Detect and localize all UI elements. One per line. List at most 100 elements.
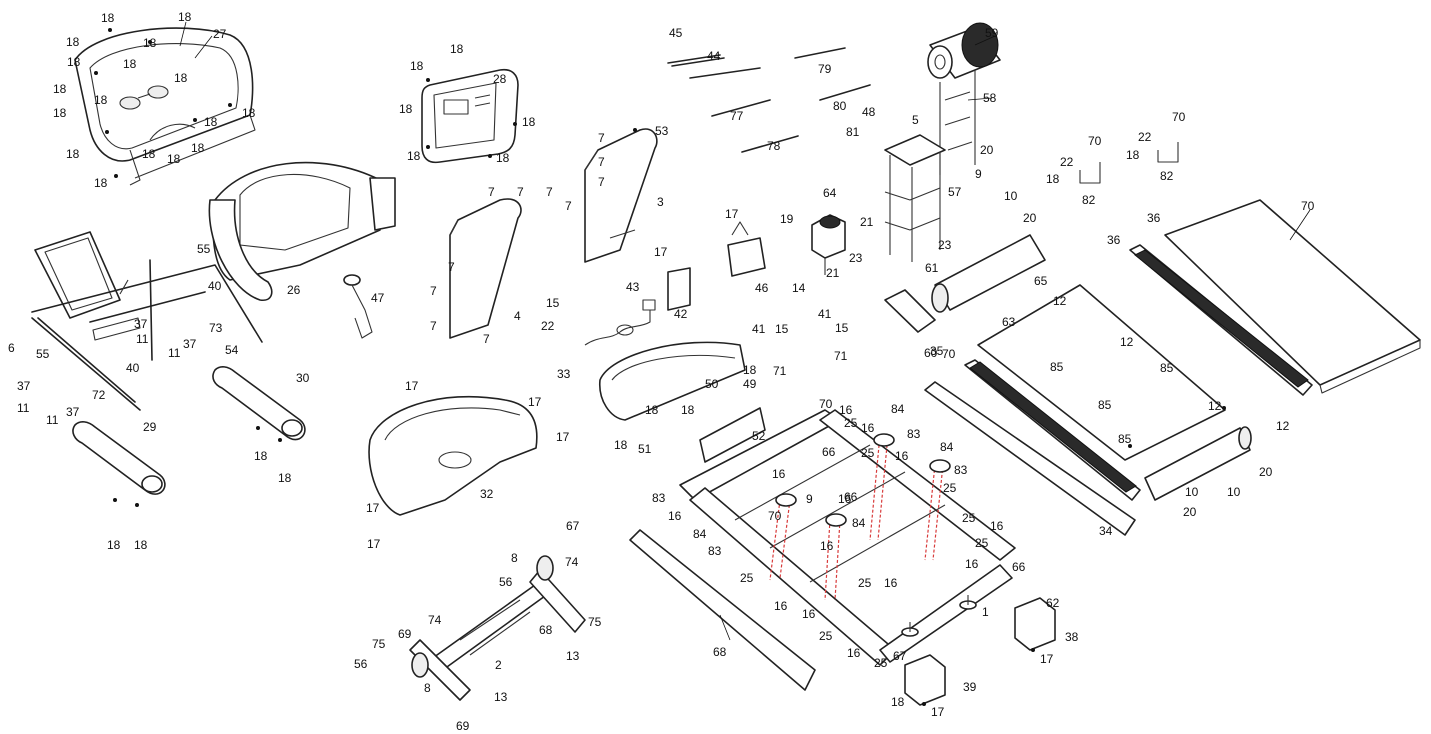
callout-label: 18 <box>204 115 218 129</box>
callout-label: 9 <box>806 492 813 506</box>
callout-label: 28 <box>493 72 507 86</box>
callout-label: 18 <box>66 147 80 161</box>
part-motor-hood <box>368 395 538 516</box>
callout-label: 70 <box>819 397 833 411</box>
callout-label: 66 <box>822 445 836 459</box>
callout-label: 20 <box>1023 211 1037 225</box>
callout-label: 73 <box>209 321 223 335</box>
callout-label: 18 <box>743 363 757 377</box>
part-incline-frame <box>409 555 586 701</box>
callout-label: 83 <box>652 491 666 505</box>
callout-label: 16 <box>802 607 816 621</box>
callout-label: 15 <box>835 321 849 335</box>
callout-label: 7 <box>483 332 490 346</box>
part-incline-motor <box>811 214 846 275</box>
part-roller-cover <box>884 289 936 333</box>
part-upright-right <box>584 128 658 263</box>
callout-label: 18 <box>178 10 192 24</box>
callout-label: 74 <box>428 613 442 627</box>
callout-label: 16 <box>838 492 852 506</box>
callout-label: 70 <box>768 509 782 523</box>
callout-label: 85 <box>1050 360 1064 374</box>
callout-label: 22 <box>541 319 555 333</box>
callout-label: 1 <box>982 605 989 619</box>
callout-label: 7 <box>565 199 572 213</box>
callout-label: 16 <box>895 449 909 463</box>
callout-label: 17 <box>366 501 380 515</box>
part-running-belt <box>1164 199 1421 394</box>
callout-label: 37 <box>66 405 80 419</box>
callout-label: 16 <box>884 576 898 590</box>
callout-label: 8 <box>424 681 431 695</box>
callout-label: 71 <box>773 364 787 378</box>
callout-label: 47 <box>371 291 385 305</box>
part-rear-cap-left <box>904 654 946 706</box>
callout-label: 3 <box>657 195 664 209</box>
callout-label: 17 <box>725 207 739 221</box>
part-brackets-82 <box>1079 142 1179 184</box>
callout-label: 17 <box>528 395 542 409</box>
callout-label: 17 <box>654 245 668 259</box>
callout-label: 18 <box>53 82 67 96</box>
callout-label: 18 <box>107 538 121 552</box>
part-rear-cap-right <box>1014 597 1056 651</box>
callout-label: 70 <box>1088 134 1102 148</box>
callout-label: 16 <box>820 539 834 553</box>
callout-label: 75 <box>588 615 602 629</box>
callout-label: 32 <box>480 487 494 501</box>
callout-label: 44 <box>707 49 721 63</box>
callout-label: 27 <box>213 27 227 41</box>
callout-label: 39 <box>963 680 977 694</box>
callout-label: 18 <box>450 42 464 56</box>
callout-label: 77 <box>730 109 744 123</box>
callout-label: 72 <box>92 388 106 402</box>
part-running-deck <box>977 284 1226 461</box>
part-grip-left <box>72 421 166 495</box>
callout-label: 17 <box>556 430 570 444</box>
callout-label: 25 <box>943 481 957 495</box>
part-main-frame <box>679 407 1016 666</box>
callout-label: 18 <box>278 471 292 485</box>
callout-label: 10 <box>1004 189 1018 203</box>
callout-label: 18 <box>174 71 188 85</box>
callout-label: 16 <box>861 421 875 435</box>
part-console-top-cover <box>74 27 256 186</box>
callout-label: 71 <box>834 349 848 363</box>
callout-label: 18 <box>410 59 424 73</box>
callout-label: 70 <box>942 347 956 361</box>
callout-label: 74 <box>565 555 579 569</box>
callout-label: 57 <box>948 185 962 199</box>
callout-label: 15 <box>775 322 789 336</box>
callout-label: 85 <box>1160 361 1174 375</box>
callout-label: 18 <box>496 151 510 165</box>
callout-label: 48 <box>862 105 876 119</box>
part-motor-mount <box>884 134 946 262</box>
callout-label: 33 <box>557 367 571 381</box>
callout-label: 50 <box>705 377 719 391</box>
callout-label: 37 <box>183 337 197 351</box>
part-electronics-box <box>667 221 766 311</box>
callout-label: 37 <box>134 317 148 331</box>
callout-label: 45 <box>669 26 683 40</box>
callout-label: 85 <box>1098 398 1112 412</box>
callout-label: 41 <box>818 307 832 321</box>
callout-label: 62 <box>1046 596 1060 610</box>
callout-label: 15 <box>546 296 560 310</box>
callout-label: 25 <box>844 416 858 430</box>
callout-label: 2 <box>495 658 502 672</box>
callout-label: 16 <box>774 599 788 613</box>
callout-label: 18 <box>254 449 268 463</box>
callout-label: 18 <box>1046 172 1060 186</box>
part-side-rail-36-front <box>964 359 1141 501</box>
callout-label: 69 <box>456 719 470 733</box>
callout-label: 22 <box>1060 155 1074 169</box>
callout-label: 18 <box>123 57 137 71</box>
part-rods <box>667 47 871 153</box>
callout-label: 41 <box>752 322 766 336</box>
callout-label: 11 <box>168 346 181 360</box>
callout-label: 18 <box>94 176 108 190</box>
callout-label: 67 <box>893 649 907 663</box>
callout-label: 84 <box>891 402 905 416</box>
callout-label: 12 <box>1208 399 1222 413</box>
